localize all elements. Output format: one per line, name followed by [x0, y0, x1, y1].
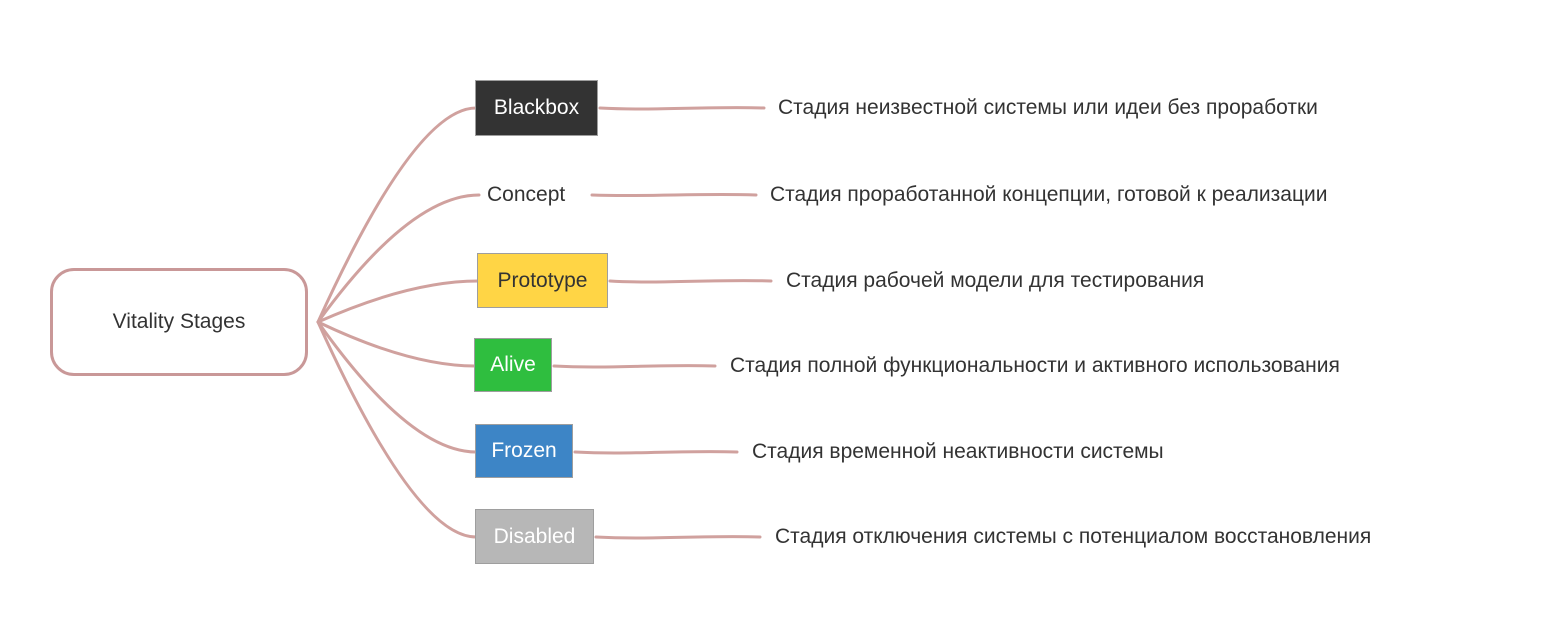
edge-root-frozen	[316, 320, 478, 454]
edge-root-alive	[316, 320, 477, 368]
description-concept: Стадия проработанной концепции, готовой …	[770, 183, 1328, 206]
node-alive: Alive	[474, 338, 552, 392]
node-blackbox: Blackbox	[475, 80, 598, 136]
root-node-label: Vitality Stages	[112, 310, 246, 333]
node-frozen: Frozen	[475, 424, 573, 478]
edge-disabled-desc	[594, 535, 762, 540]
node-frozen-label: Frozen	[491, 439, 557, 462]
node-prototype-label: Prototype	[497, 268, 588, 292]
description-blackbox: Стадия неизвестной системы или идеи без …	[778, 96, 1318, 119]
edge-blackbox-desc	[598, 106, 766, 111]
node-concept-label: Concept	[487, 183, 566, 206]
node-concept: Concept	[487, 181, 565, 209]
edge-alive-desc	[552, 364, 717, 369]
description-disabled: Стадия отключения системы с потенциалом …	[775, 525, 1372, 548]
edge-root-prototype	[316, 279, 480, 324]
root-node-vitality-stages: Vitality Stages	[50, 268, 308, 376]
edge-frozen-desc	[573, 450, 739, 455]
edge-root-blackbox	[316, 106, 478, 324]
description-frozen: Стадия временной неактивности системы	[752, 440, 1164, 463]
description-prototype: Стадия рабочей модели для тестирования	[786, 269, 1205, 292]
node-prototype: Prototype	[477, 253, 608, 308]
edge-root-concept	[316, 193, 481, 324]
description-alive: Стадия полной функциональности и активно…	[730, 354, 1340, 377]
edge-root-disabled	[316, 320, 478, 539]
edge-prototype-desc	[608, 279, 773, 284]
edge-concept-desc	[590, 192, 758, 198]
node-alive-label: Alive	[490, 353, 536, 376]
node-disabled: Disabled	[475, 509, 594, 564]
node-disabled-label: Disabled	[493, 524, 576, 548]
node-blackbox-label: Blackbox	[493, 96, 580, 119]
